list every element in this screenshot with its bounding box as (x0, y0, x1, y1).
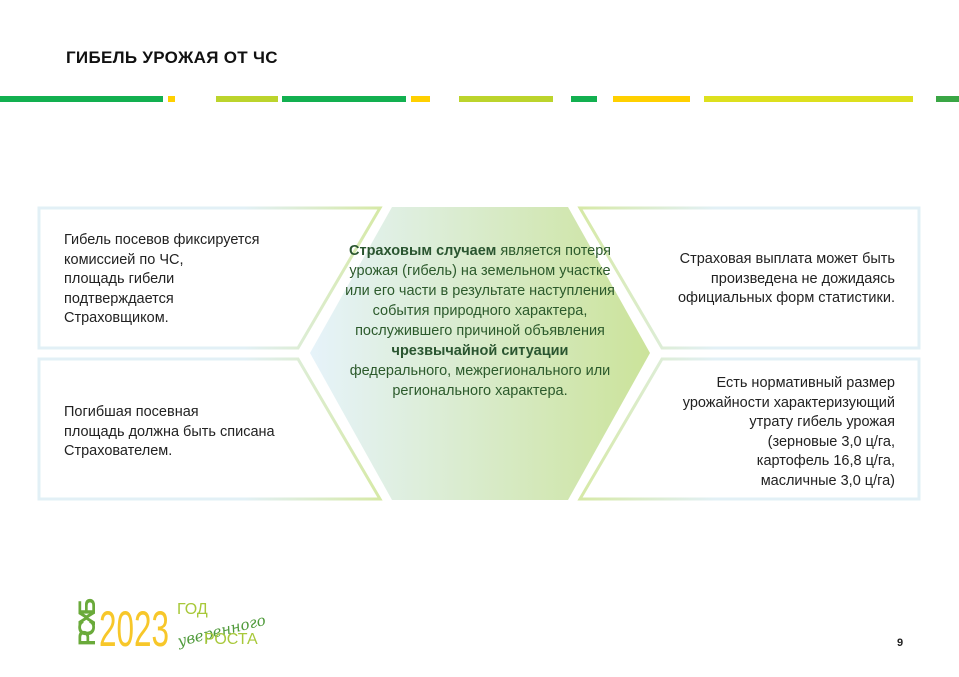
center-definition: Страховым случаем является потеря урожая… (340, 241, 620, 401)
stripe-segment (0, 96, 163, 102)
text-line: Страховщиком. (64, 310, 169, 326)
center-hexagon (310, 207, 650, 500)
text-line: картофель 16,8 ц/га, (756, 453, 895, 469)
stripe-segment (168, 96, 175, 102)
slide-title: ГИБЕЛЬ УРОЖАЯ ОТ ЧС (66, 48, 278, 67)
stripe-segment (459, 96, 553, 102)
box-top-left (37, 206, 383, 350)
text-line: площадь гибели (64, 271, 175, 287)
text-line: Гибель посевов фиксируется (64, 232, 260, 248)
logo-year: 2023 (99, 601, 169, 657)
stripe-segment (704, 96, 913, 102)
term-insured-event: Страховым случаем (349, 243, 497, 259)
text-line: утрату гибель урожая (749, 414, 895, 430)
logo-god: ГОД (177, 601, 208, 618)
definition-text: является потеря урожая (гибель) на земел… (345, 243, 615, 339)
text-line: масличные 3,0 ц/га) (760, 472, 895, 489)
box-top-left-text: Гибель посевов фиксируется комиссией по … (64, 231, 260, 329)
text-line: официальных форм статистики. (677, 290, 895, 306)
definition-text: федерального, межрегионального или регио… (349, 363, 611, 399)
text-line: площадь должна быть списана (64, 423, 275, 440)
text-line: Страхователем. (64, 443, 173, 459)
stripe-segment (216, 96, 278, 102)
logo-abbr: РСХБ (74, 598, 101, 646)
stripe-segment (282, 96, 406, 102)
page-number: 9 (897, 637, 904, 649)
box-top-right (577, 206, 921, 350)
text-line: Страховая выплата может быть (679, 251, 895, 267)
box-bottom-left (37, 357, 383, 501)
box-bottom-right (577, 357, 921, 501)
text-line: комиссией по ЧС, (64, 251, 184, 268)
rshb-2023-logo: РСХБ 2023 ГОД уверенного РОСТА (74, 598, 267, 657)
text-line: Есть нормативный размер (716, 375, 895, 391)
text-line: Погибшая посевная (64, 404, 199, 420)
stripe-segment (936, 96, 959, 102)
term-emergency: чрезвычайной ситуации (391, 343, 569, 359)
text-line: урожайности характеризующий (682, 394, 895, 411)
text-line: произведена не дожидаясь (710, 270, 895, 287)
logo-rosta: РОСТА (204, 631, 258, 648)
stripe-segment (411, 96, 430, 102)
stripe-segment (571, 96, 597, 102)
stripe-segment (613, 96, 690, 102)
box-bottom-left-text: Погибшая посевная площадь должна быть сп… (64, 403, 275, 462)
text-line: (зерновые 3,0 ц/га, (767, 433, 895, 450)
box-top-right-text: Страховая выплата может быть произведена… (678, 250, 895, 309)
text-line: подтверждается (64, 290, 174, 307)
box-bottom-right-text: Есть нормативный размер урожайности хара… (683, 374, 895, 491)
